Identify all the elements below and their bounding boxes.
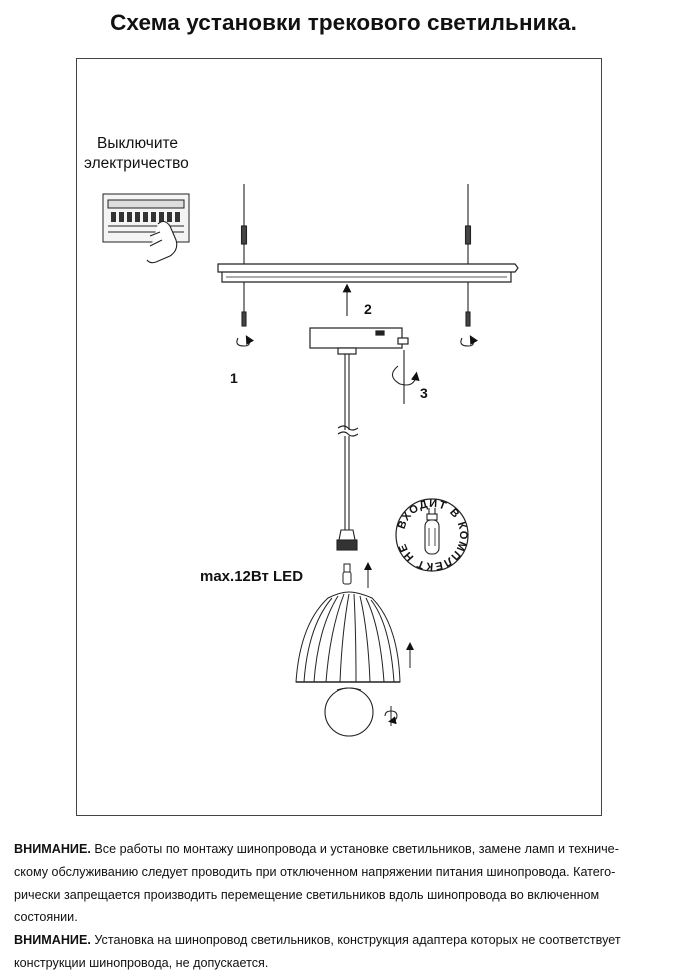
warning-2-line-2: конструкции шинопровода, не допускается. <box>14 955 269 970</box>
suspension-cable-right <box>464 184 472 327</box>
glass-ball <box>324 687 374 737</box>
diagram-frame <box>76 58 602 816</box>
warning-1-line-3: рически запрещается производить перемеще… <box>14 887 600 902</box>
track-rail <box>217 263 519 283</box>
not-included-stamp: ВХОДИТ В КОМПЛЕКТ НЕ <box>395 498 469 572</box>
page-title: Схема установки трекового светильника. <box>110 10 577 35</box>
switch-off-label-line2: электричество <box>84 155 189 172</box>
step-number-1: 1 <box>230 370 238 386</box>
warning-notes: ВНИМАНИЕ. Все работы по монтажу шинопров… <box>14 838 674 975</box>
warning-1-line-1: Все работы по монтажу шинопровода и уста… <box>90 842 619 856</box>
track-adapter <box>309 327 409 355</box>
rotate-arrow-icon <box>236 335 479 347</box>
step-number-3: 3 <box>420 385 428 401</box>
max-power-label: max.12Вт LED <box>200 568 303 585</box>
g9-bulb-small <box>342 563 352 585</box>
pendant-cord <box>337 354 359 530</box>
adapter-rotate-arrow <box>391 350 420 404</box>
switch-off-label-line1: Выключите <box>97 135 178 152</box>
lamp-holder <box>336 529 358 551</box>
g9-bulb-icon <box>424 508 440 555</box>
warning-2-line-1: Установка на шинопровод светильников, ко… <box>90 933 621 948</box>
installation-diagram: Выключите электричество <box>84 135 519 737</box>
warning-lead-1: ВНИМАНИЕ. <box>14 842 91 856</box>
warning-paragraph-1: ВНИМАНИЕ. Все работы по монтажу шинопров… <box>14 838 674 929</box>
warning-1-line-4: состоянии. <box>14 910 78 925</box>
hand-icon <box>146 220 178 264</box>
warning-paragraph-2: ВНИМАНИЕ. Установка на шинопровод светил… <box>14 929 674 975</box>
step-number-2: 2 <box>364 301 372 317</box>
suspension-cable-left <box>240 184 248 327</box>
ball-rotate-arrow <box>384 706 398 726</box>
warning-1-line-2: скому обслуживанию следует проводить при… <box>14 864 616 879</box>
glass-shade <box>295 591 401 683</box>
circuit-breaker-panel-icon <box>102 193 190 243</box>
warning-lead-2: ВНИМАНИЕ. <box>14 933 91 948</box>
